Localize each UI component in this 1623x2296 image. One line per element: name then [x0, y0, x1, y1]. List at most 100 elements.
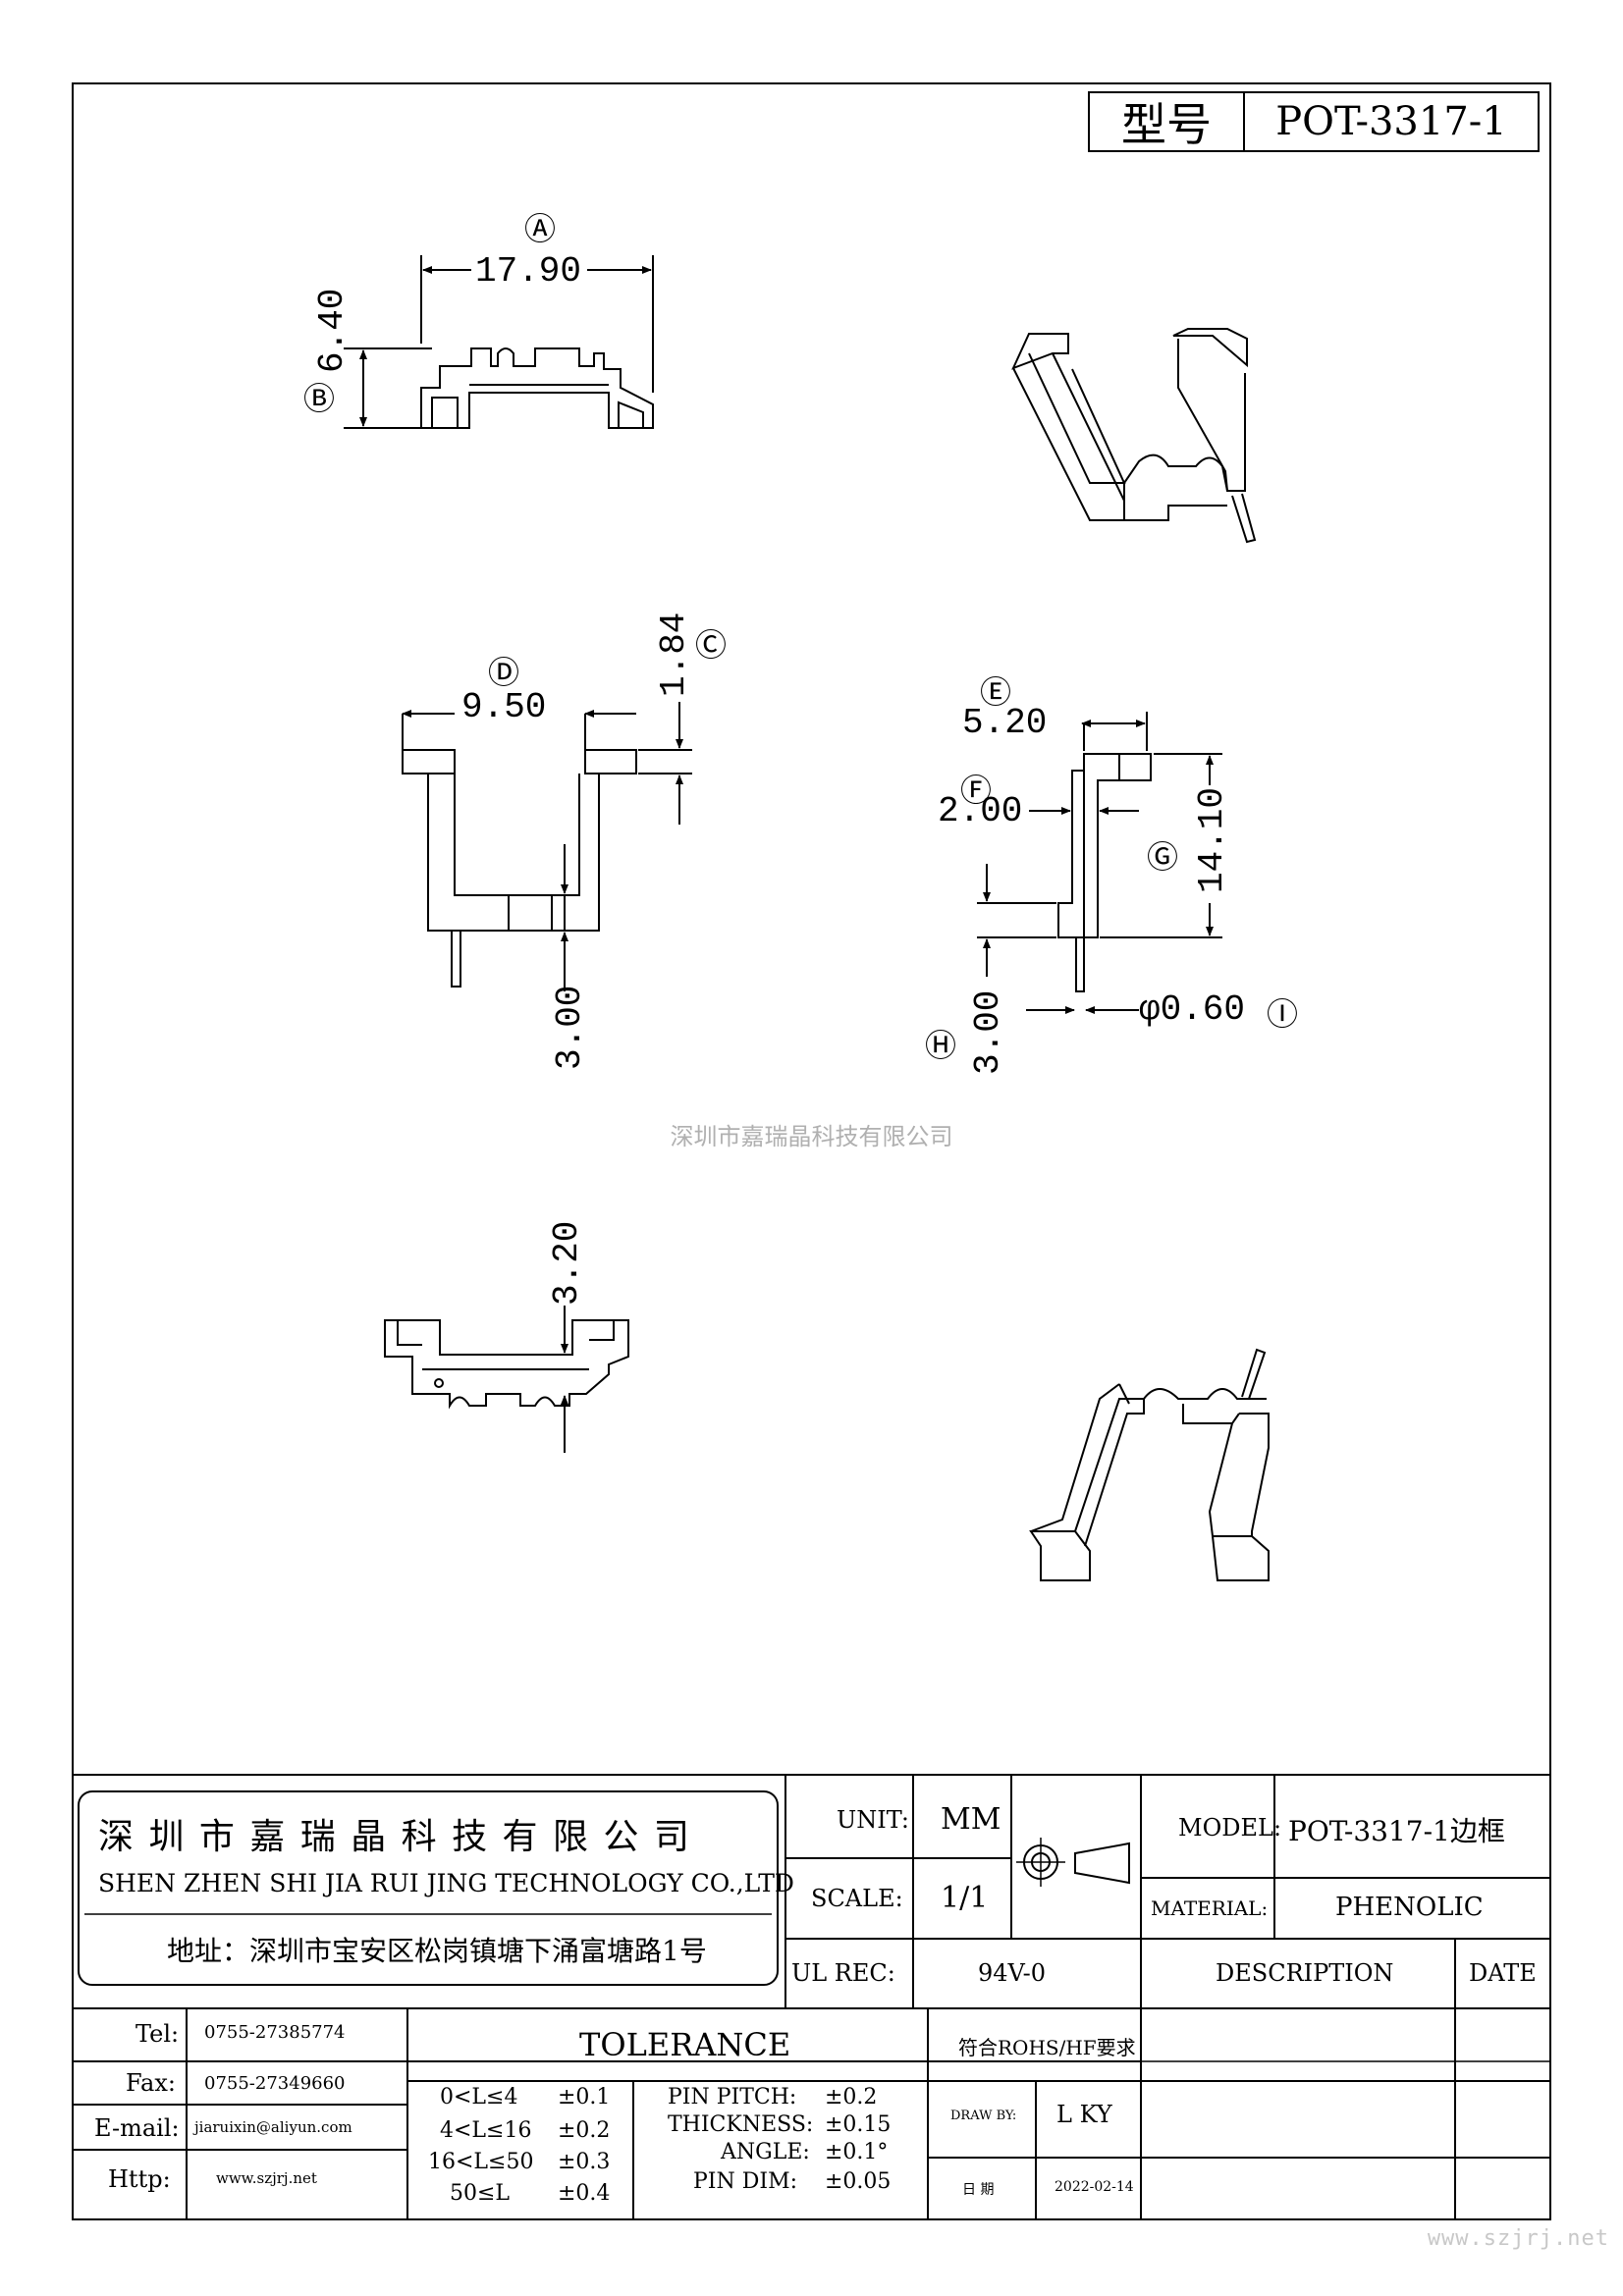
tolerance-value-2: ±0.2: [558, 2118, 611, 2143]
title-block-grid: [72, 1774, 1551, 2220]
dim-g-tag: Ⓖ: [1147, 838, 1179, 876]
email-label: E-mail:: [94, 2114, 180, 2142]
iso1-pin: [1231, 493, 1257, 544]
iso2-left-inner: [1074, 1398, 1145, 1547]
spec-thickness-tol: ±0.15: [825, 2112, 892, 2137]
model-header-box: 型号 POT-3317-1: [1088, 91, 1540, 152]
dim-a-value: 17.90: [475, 251, 582, 292]
spec-pin-pitch-tol: ±0.2: [825, 2085, 878, 2109]
email-value: jiaruixin@aliyun.com: [194, 2118, 352, 2136]
drawing-frame: [72, 82, 1551, 2220]
draw-by-value: L KY: [1056, 2101, 1112, 2128]
ul-value: 94V-0: [978, 1959, 1047, 1987]
unit-value: MM: [941, 1802, 1001, 1837]
front-u-frame: [427, 774, 600, 932]
iso1-left-body: [1012, 352, 1125, 521]
top-view-inner: [431, 384, 644, 428]
tolerance-value-3: ±0.3: [558, 2150, 611, 2174]
dim-bottom-value: 3.20: [547, 1220, 587, 1306]
spec-thickness: THICKNESS:: [668, 2112, 814, 2137]
dim-pin-value: 3.00: [550, 985, 590, 1070]
company-watermark: 深圳市嘉瑞晶科技有限公司: [670, 1123, 953, 1150]
model-header-label: 型号: [1090, 93, 1245, 151]
dim-i-value: φ0.60: [1139, 989, 1246, 1030]
material-label: MATERIAL:: [1151, 1896, 1269, 1920]
scale-value: 1/1: [941, 1881, 989, 1915]
http-value: www.szjrj.net: [216, 2169, 317, 2187]
rohs-note: 符合ROHS/HF要求: [958, 2036, 1136, 2059]
description-label: DESCRIPTION: [1216, 1959, 1394, 1987]
front-view: [402, 702, 692, 991]
dim-d-tag: Ⓓ: [488, 654, 520, 691]
bottom-view-outline: [384, 1319, 629, 1410]
fax-value: 0755-27349660: [204, 2073, 346, 2094]
iso1-saddle: [1123, 454, 1228, 521]
projection-symbol-icon: [1016, 1838, 1130, 1887]
tolerance-range-1: 0<L≤4: [440, 2085, 518, 2109]
dim-g-value: 14.10: [1192, 786, 1232, 893]
iso2-left-leg: [1029, 1383, 1120, 1581]
company-address: 地址：深圳市宝安区松岗镇塘下涌富塘路1号: [167, 1935, 707, 1967]
tolerance-value-1: ±0.1: [558, 2085, 611, 2109]
iso1-left-arm: [1011, 333, 1126, 484]
dim-e-value: 5.20: [962, 703, 1048, 743]
side-view: [977, 712, 1222, 1014]
spec-angle-tol: ±0.1°: [825, 2140, 889, 2164]
side-pin: [1075, 937, 1085, 992]
dim-b-tag: Ⓑ: [303, 380, 336, 417]
spec-pin-dim: PIN DIM:: [693, 2169, 798, 2194]
tolerance-range-3: 16<L≤50: [428, 2150, 534, 2174]
spec-angle: ANGLE:: [721, 2140, 810, 2164]
side-inner: [1083, 754, 1120, 937]
isometric-bottom-right: [1029, 1348, 1270, 1581]
dim-h-value: 3.00: [968, 989, 1008, 1075]
date-cn-label: 日 期: [962, 2182, 995, 2198]
dim-c-tag: Ⓒ: [695, 626, 728, 664]
iso2-right-inner: [1182, 1404, 1270, 1536]
iso2-pin: [1241, 1348, 1267, 1400]
dim-f-tag: Ⓕ: [960, 772, 993, 809]
dim-c-value: 1.84: [654, 612, 694, 697]
bottom-view-inner: [397, 1320, 615, 1370]
tolerance-title: TOLERANCE: [579, 2026, 791, 2063]
unit-label: UNIT:: [837, 1806, 909, 1834]
date-label: DATE: [1469, 1959, 1537, 1987]
dim-f-value: 2.00: [938, 791, 1023, 831]
tel-label: Tel:: [135, 2020, 180, 2048]
spec-pin-pitch: PIN PITCH:: [668, 2085, 797, 2109]
date-value: 2022-02-14: [1055, 2179, 1134, 2195]
front-left-tab: [402, 749, 456, 774]
site-watermark: www.szjrj.net: [1427, 2226, 1609, 2251]
dim-a-tag: Ⓐ: [524, 210, 557, 247]
iso2-right-leg: [1208, 1413, 1270, 1581]
dim-b-value: 6.40: [312, 288, 352, 373]
bottom-view-hole: [434, 1378, 444, 1388]
draw-by-label: DRAW BY:: [950, 2109, 1017, 2123]
fax-label: Fax:: [126, 2069, 176, 2097]
model-value: POT-3317-1边框: [1288, 1815, 1505, 1847]
dim-i-tag: Ⓘ: [1267, 995, 1299, 1033]
company-name-en: SHEN ZHEN SHI JIA RUI JING TECHNOLOGY CO…: [98, 1869, 794, 1897]
http-label: Http:: [108, 2165, 171, 2193]
tel-value: 0755-27385774: [204, 2022, 346, 2043]
dim-d-value: 9.50: [461, 687, 547, 727]
front-pin: [451, 931, 461, 988]
tolerance-range-2: 4<L≤16: [440, 2118, 532, 2143]
dim-h-tag: Ⓗ: [925, 1027, 957, 1064]
isometric-top-right: [1011, 328, 1257, 544]
top-view: [344, 255, 654, 429]
front-right-tab: [584, 749, 637, 774]
material-value: PHENOLIC: [1335, 1893, 1484, 1922]
ul-label: UL REC:: [791, 1959, 895, 1987]
model-label: MODEL:: [1178, 1814, 1282, 1842]
dim-e-tag: Ⓔ: [980, 673, 1012, 711]
front-slots: [508, 895, 566, 931]
model-header-value: POT-3317-1: [1275, 99, 1507, 144]
spec-pin-dim-tol: ±0.05: [825, 2169, 892, 2194]
bottom-view: [384, 1306, 629, 1453]
top-view-outline: [420, 347, 654, 429]
side-body: [1057, 753, 1152, 938]
tolerance-value-4: ±0.4: [558, 2181, 611, 2206]
scale-label: SCALE:: [811, 1885, 903, 1912]
